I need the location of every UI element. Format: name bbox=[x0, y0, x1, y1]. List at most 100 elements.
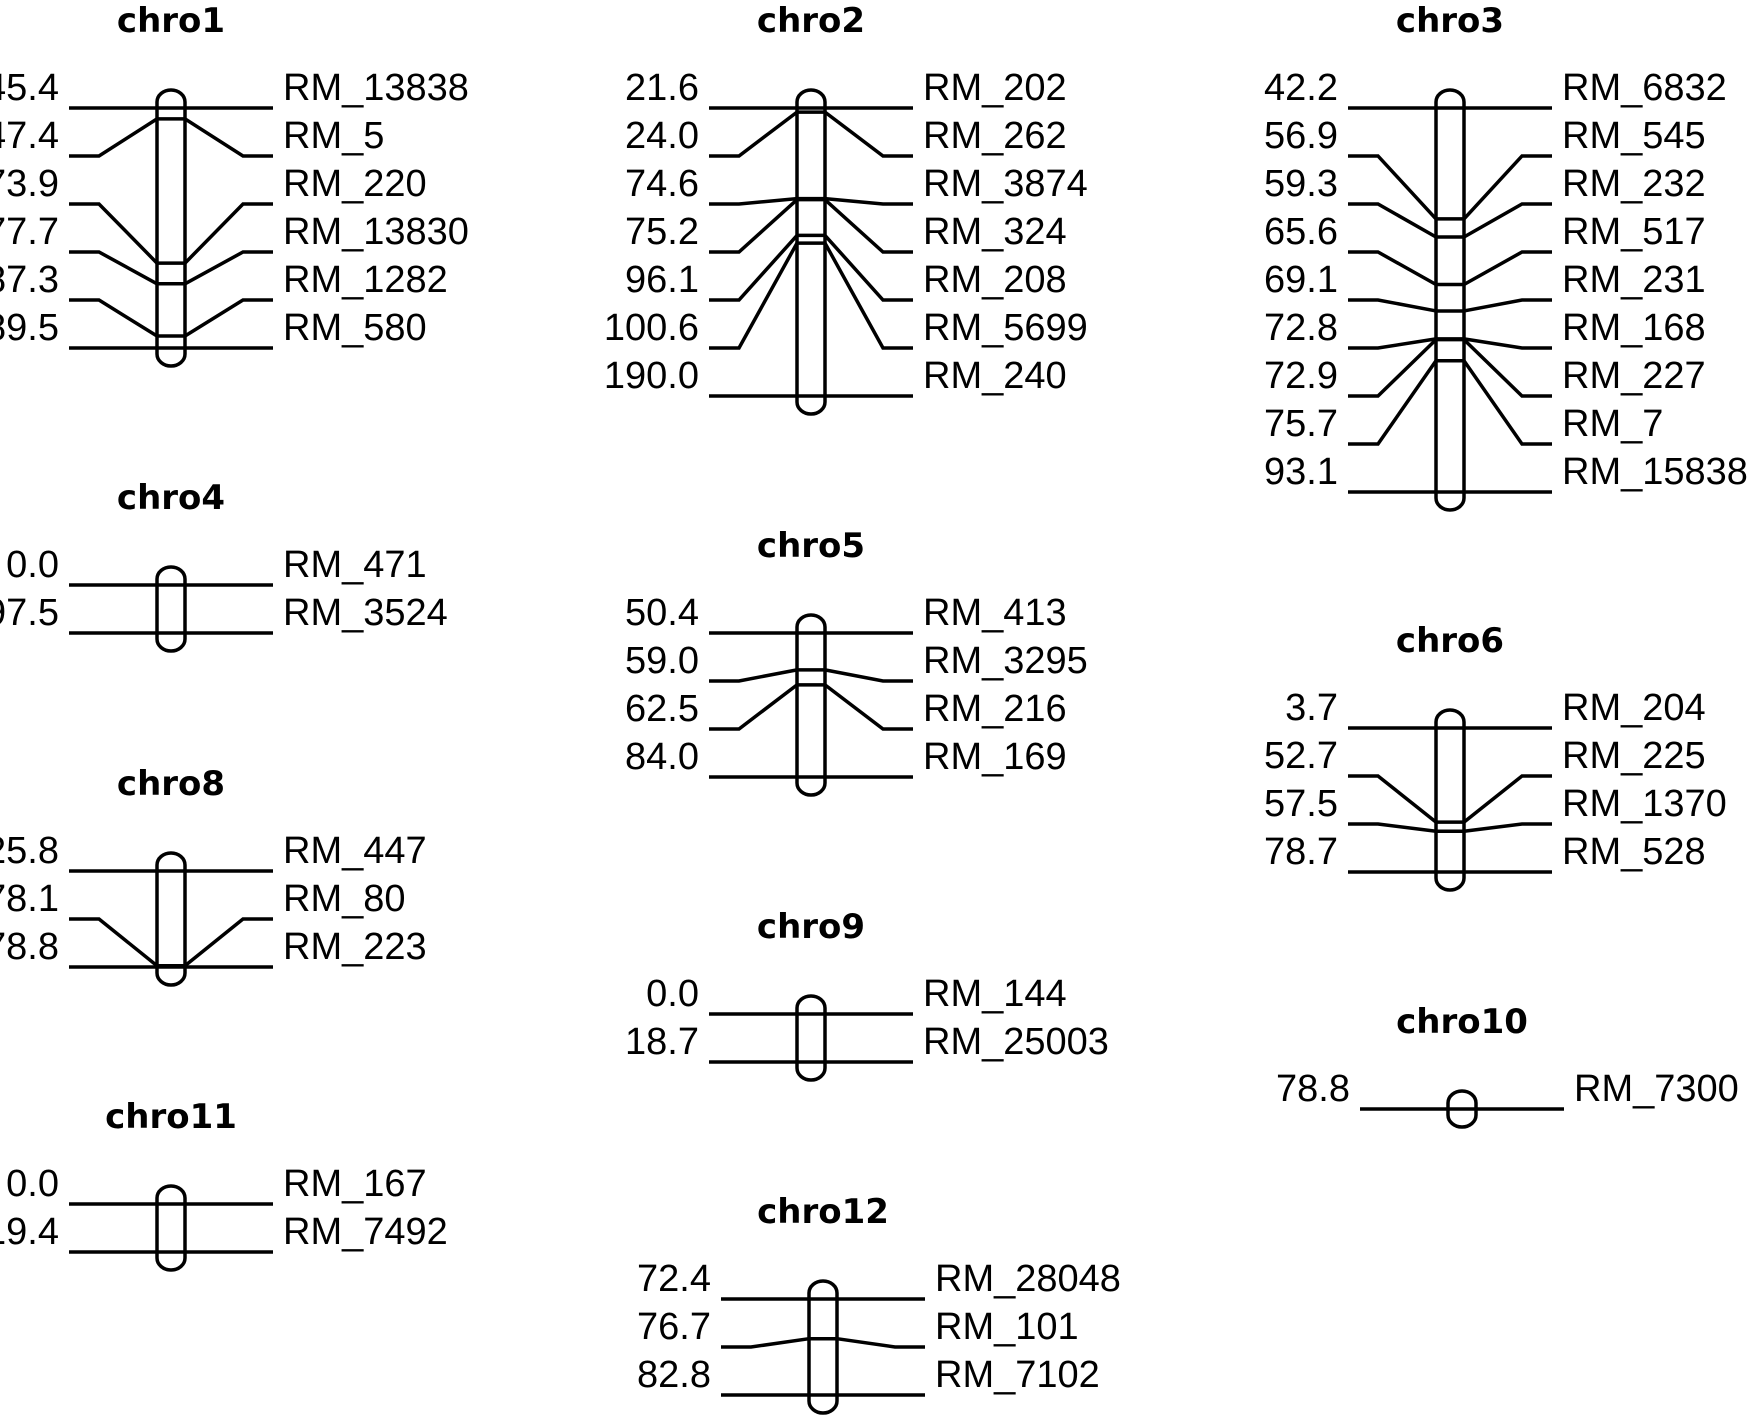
marker-label: RM_227 bbox=[1562, 355, 1706, 397]
position-label: 50.4 bbox=[625, 592, 699, 634]
position-label: 87.3 bbox=[0, 259, 59, 301]
chromosome-title: chro6 bbox=[1396, 621, 1504, 661]
position-label: 18.7 bbox=[625, 1021, 699, 1063]
position-label: 3.7 bbox=[1285, 687, 1338, 729]
position-label: 24.0 bbox=[625, 115, 699, 157]
marker-connector-left bbox=[1348, 202, 1437, 239]
position-label: 0.0 bbox=[646, 973, 699, 1015]
marker-label: RM_168 bbox=[1562, 307, 1706, 349]
marker-label: RM_580 bbox=[283, 307, 427, 349]
marker-label: RM_7102 bbox=[935, 1354, 1100, 1396]
position-label: 84.0 bbox=[625, 736, 699, 778]
marker-connector-right bbox=[823, 198, 913, 254]
position-label: 72.9 bbox=[1264, 355, 1338, 397]
chromosome-body bbox=[795, 88, 827, 416]
position-label: 72.8 bbox=[1264, 307, 1338, 349]
marker-label: RM_5699 bbox=[923, 307, 1088, 349]
marker-connector-left bbox=[69, 117, 158, 158]
position-label: 97.5 bbox=[0, 592, 59, 634]
marker-label: RM_15838 bbox=[1562, 451, 1748, 493]
chromosome-body bbox=[155, 1184, 187, 1272]
marker-label: RM_223 bbox=[283, 926, 427, 968]
marker-connector-right bbox=[1462, 774, 1552, 824]
chromosome-body bbox=[795, 613, 827, 797]
position-label: 0.0 bbox=[6, 1163, 59, 1205]
chromosome-body bbox=[155, 851, 187, 987]
marker-label: RM_28048 bbox=[935, 1258, 1121, 1300]
marker-connector-left bbox=[69, 250, 158, 286]
position-label: 89.5 bbox=[0, 307, 59, 349]
marker-connector-left bbox=[709, 110, 799, 158]
marker-connector-right bbox=[824, 196, 913, 206]
position-label: 75.2 bbox=[625, 211, 699, 253]
marker-connector-left bbox=[69, 202, 159, 265]
marker-label: RM_216 bbox=[923, 688, 1067, 730]
marker-label: RM_5 bbox=[283, 115, 384, 157]
marker-label: RM_13830 bbox=[283, 211, 469, 253]
marker-label: RM_6832 bbox=[1562, 67, 1727, 109]
position-label: 76.7 bbox=[637, 1306, 711, 1348]
marker-connector-left bbox=[1348, 337, 1437, 350]
marker-label: RM_3524 bbox=[283, 592, 448, 634]
chromosome-title: chro5 bbox=[757, 526, 865, 566]
marker-connector-left bbox=[709, 198, 799, 254]
marker-connector-right bbox=[824, 668, 913, 683]
chromosome-title: chro11 bbox=[105, 1097, 237, 1137]
marker-connector-left bbox=[1348, 338, 1438, 398]
marker-connector-right bbox=[183, 917, 273, 968]
marker-connector-left bbox=[69, 917, 159, 968]
marker-connector-left bbox=[1348, 298, 1437, 313]
marker-label: RM_204 bbox=[1562, 687, 1706, 729]
position-label: 82.8 bbox=[637, 1354, 711, 1396]
marker-connector-left bbox=[69, 298, 158, 338]
marker-connector-right bbox=[1463, 202, 1552, 239]
marker-connector-right bbox=[823, 234, 913, 302]
marker-connector-left bbox=[1348, 359, 1438, 446]
chromosome-body bbox=[1434, 88, 1466, 512]
chromosome-body bbox=[155, 565, 187, 653]
position-label: 62.5 bbox=[625, 688, 699, 730]
chromosome-body bbox=[155, 88, 187, 368]
chromosome-body bbox=[1434, 708, 1466, 892]
position-label: 78.1 bbox=[0, 878, 59, 920]
marker-label: RM_240 bbox=[923, 355, 1067, 397]
position-label: 78.8 bbox=[1276, 1068, 1350, 1110]
position-label: 42.2 bbox=[1264, 67, 1338, 109]
marker-connector-left bbox=[709, 683, 799, 731]
marker-connector-right bbox=[1462, 338, 1552, 398]
marker-label: RM_232 bbox=[1562, 163, 1706, 205]
marker-connector-left bbox=[1348, 822, 1437, 834]
position-label: 21.6 bbox=[625, 67, 699, 109]
marker-connector-left bbox=[1348, 154, 1438, 221]
chromosome-title: chro8 bbox=[117, 764, 225, 804]
marker-label: RM_447 bbox=[283, 830, 427, 872]
marker-label: RM_25003 bbox=[923, 1021, 1109, 1063]
chromosome-chro1: chro145.4RM_1383847.4RM_573.9RM_22077.7R… bbox=[0, 1, 469, 368]
marker-label: RM_324 bbox=[923, 211, 1067, 253]
marker-label: RM_13838 bbox=[283, 67, 469, 109]
position-label: 57.5 bbox=[1264, 783, 1338, 825]
marker-label: RM_413 bbox=[923, 592, 1067, 634]
position-label: 93.1 bbox=[1264, 451, 1338, 493]
position-label: 19.4 bbox=[0, 1211, 59, 1253]
marker-label: RM_169 bbox=[923, 736, 1067, 778]
marker-connector-left bbox=[709, 234, 799, 302]
chromosome-title: chro2 bbox=[757, 1, 865, 41]
marker-connector-right bbox=[823, 242, 913, 350]
marker-label: RM_231 bbox=[1562, 259, 1706, 301]
position-label: 96.1 bbox=[625, 259, 699, 301]
position-label: 52.7 bbox=[1264, 735, 1338, 777]
marker-label: RM_7300 bbox=[1574, 1068, 1739, 1110]
marker-connector-left bbox=[721, 1336, 810, 1349]
marker-label: RM_471 bbox=[283, 544, 427, 586]
marker-label: RM_1370 bbox=[1562, 783, 1727, 825]
marker-connector-right bbox=[1462, 154, 1552, 221]
marker-label: RM_220 bbox=[283, 163, 427, 205]
marker-label: RM_7492 bbox=[283, 1211, 448, 1253]
